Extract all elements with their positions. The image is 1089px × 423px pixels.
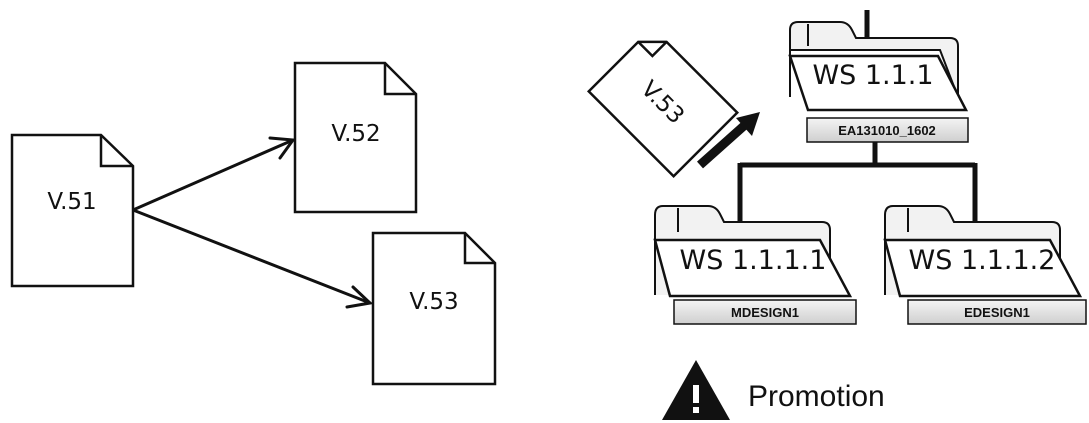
promotion-legend-label: Promotion [748, 380, 885, 413]
workspace-child2-tag-label: EDESIGN1 [964, 305, 1030, 320]
promotion-arrow [697, 112, 760, 169]
workspace-root-tag: EA131010_1602 [806, 117, 969, 143]
workspace-child1-tag: MDESIGN1 [673, 299, 857, 325]
workspace-child1-tag-label: MDESIGN1 [731, 305, 799, 320]
document-v53: V.53 [371, 231, 497, 386]
workspace-folder-child1: WS 1.1.1.1 MDESIGN1 [653, 205, 857, 325]
branch-arrow-v53 [131, 208, 374, 309]
document-v51-label: V.51 [47, 189, 96, 215]
document-v52: V.52 [293, 61, 418, 214]
workspace-folder-root: WS 1.1.1 EA131010_1602 [788, 21, 969, 143]
version-tree-left: V.51 V.52 V.53 [10, 61, 497, 386]
workspace-child2-label: WS 1.1.1.2 [909, 245, 1056, 276]
warning-triangle-icon [662, 360, 730, 420]
workspace-root-tag-label: EA131010_1602 [838, 123, 936, 138]
workspace-root-label: WS 1.1.1 [812, 60, 933, 91]
workspace-tree-right: WS 1.1.1 EA131010_1602 WS 1.1.1.1 MDESIG… [586, 10, 1087, 420]
workspace-child1-label: WS 1.1.1.1 [680, 245, 827, 276]
workspace-child2-tag: EDESIGN1 [907, 299, 1087, 325]
document-v53-label: V.53 [409, 289, 458, 315]
promotion-legend: Promotion [662, 360, 885, 420]
document-v51: V.51 [10, 133, 135, 288]
floating-document-v53: V.53 [586, 40, 740, 179]
branch-arrow-v52 [131, 136, 296, 212]
workspace-folder-child2: WS 1.1.1.2 EDESIGN1 [883, 205, 1087, 325]
document-v52-label: V.52 [331, 121, 380, 147]
